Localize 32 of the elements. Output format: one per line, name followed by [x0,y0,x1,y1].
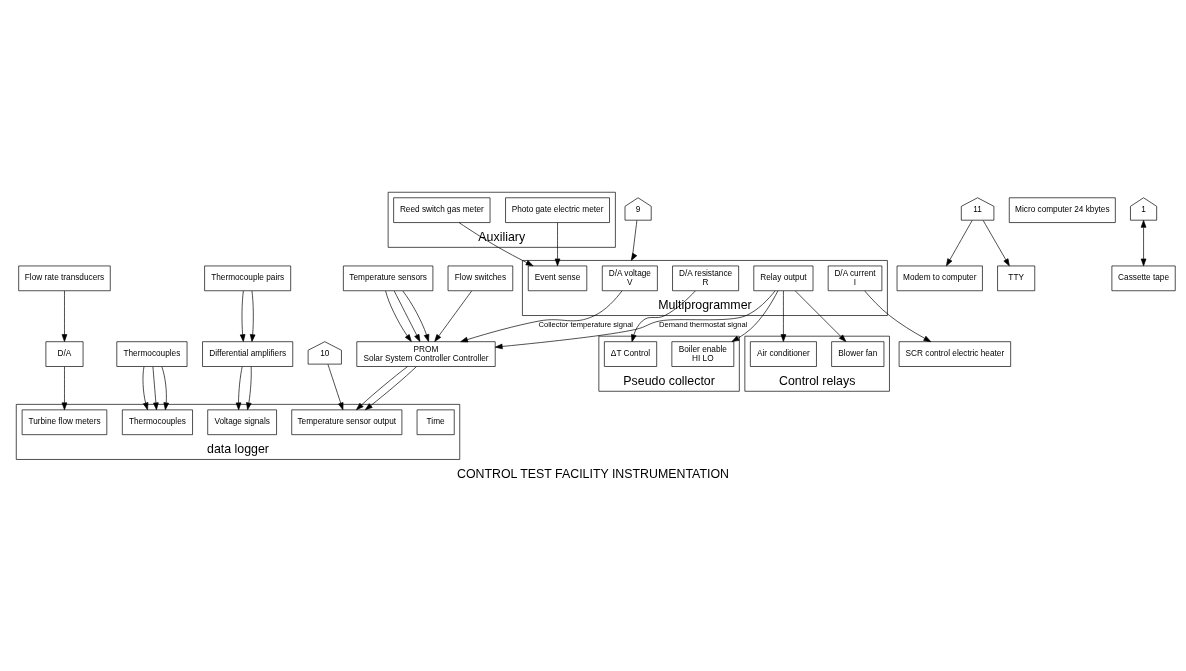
diagram-title: CONTROL TEST FACILITY INSTRUMENTATION [456,466,730,481]
arrow [61,366,68,411]
arrow [356,366,408,411]
arrow [364,366,417,411]
edge-label: Demand thermostat signal [659,320,748,330]
arrow [61,290,68,342]
arrow [434,290,472,342]
arrow [795,290,847,342]
arrow [246,366,252,411]
arrow [385,290,412,342]
arrow [1140,220,1147,267]
arrow [161,366,169,411]
arrow [235,366,243,411]
arrow [458,222,534,267]
arrow [327,364,344,411]
arrow [946,220,973,267]
arrow [495,290,776,350]
arrow [402,290,430,342]
arrow [864,290,932,342]
arrow [393,290,421,342]
arrow [152,366,159,411]
arrow [239,290,246,342]
arrow [631,290,696,343]
arrow [460,290,623,343]
arrow [249,290,256,342]
arrow [780,290,787,342]
arrow [982,220,1010,267]
edge-label: Collector temperature signal [538,320,634,330]
arrow [731,290,779,342]
arrow [142,366,149,411]
arrow [630,220,638,261]
arrow [554,222,561,267]
